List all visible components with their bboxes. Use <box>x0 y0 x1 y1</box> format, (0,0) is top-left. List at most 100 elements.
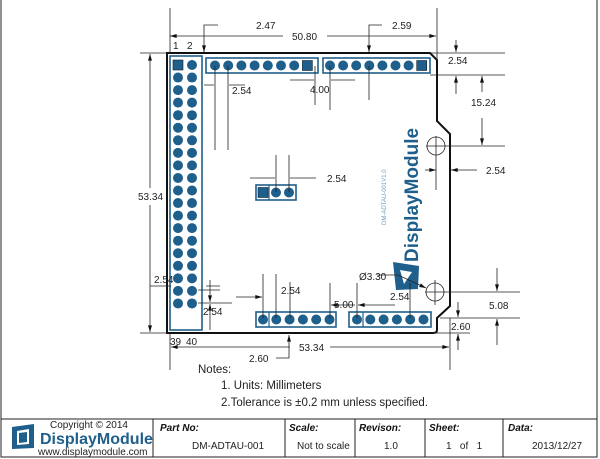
silkscreen-part-text: DM-ADTAU-001V1.0 <box>382 169 388 225</box>
left-header-pin-pad <box>187 72 197 83</box>
bottom-right-header-pin-pad <box>391 314 402 325</box>
sheet-label: Sheet: <box>429 423 460 434</box>
left-header-pin-pad <box>187 110 197 121</box>
top-right-header-pin-pad <box>338 60 349 71</box>
left-header-pin-pad <box>173 248 183 259</box>
board-logo-text: DisplayModule <box>402 128 423 262</box>
bottom-left-header <box>255 311 337 328</box>
left-header-pin-pad <box>173 72 183 83</box>
middle-header-pin-pad <box>284 187 294 198</box>
date-label: Data: <box>508 423 533 434</box>
dim-bottom-right-pitch: 2.54 <box>390 292 410 303</box>
pin-label-40: 40 <box>186 337 198 348</box>
left-header-pin-pad <box>187 85 197 96</box>
dim-right-15-24: 15.24 <box>471 98 496 109</box>
left-header-pin-pad <box>173 122 183 133</box>
dim-left-pitch-h: 2.54 <box>154 275 174 286</box>
left-header-pin-pad <box>187 160 197 171</box>
left-header-pin-pad <box>173 135 183 146</box>
bottom-left-header-pin-pad <box>258 314 268 325</box>
dim-right-top: 2.54 <box>448 56 468 67</box>
dim-bottom-width: 53.34 <box>299 343 324 354</box>
dim-bottom-gap: 5.00 <box>334 300 354 311</box>
left-header-pin-pad <box>173 160 183 171</box>
board-logo-icon <box>393 262 419 290</box>
bottom-right-header <box>348 311 432 328</box>
top-left-header-pin-square-pad <box>302 60 313 71</box>
sheet-value: 1 of 1 <box>446 441 483 452</box>
pin-headers <box>169 55 432 331</box>
dim-hole-dia: Ø3.30 <box>359 272 387 283</box>
dim-top-offset-right: 2.59 <box>392 21 412 32</box>
title-block: Copyright © 2014 DisplayModule www.displ… <box>1 418 597 458</box>
bottom-right-header-pin-pad <box>352 314 362 325</box>
board-logo: DisplayModule <box>402 128 423 262</box>
part-no-label: Part No: <box>160 423 199 434</box>
top-left-header-pin-pad <box>289 60 300 71</box>
pin-label-2: 2 <box>187 41 193 52</box>
dim-bottom-left-pitch: 2.54 <box>281 286 301 297</box>
top-left-header-pin-pad <box>236 60 247 71</box>
dim-left-pitch-v: 2.54 <box>203 307 223 318</box>
left-header-pin-pad <box>187 273 197 284</box>
left-header-pin-pad <box>173 285 183 296</box>
dim-middle-pitch: 2.54 <box>327 174 347 185</box>
left-header-pin-pad <box>173 223 183 234</box>
note-1: 1. Units: Millimeters <box>221 380 322 392</box>
scale-label: Scale: <box>289 423 318 434</box>
left-header-pin-pad <box>187 122 197 133</box>
left-header-pin-pad <box>187 185 197 196</box>
note-2: 2.Tolerance is ±0.2 mm unless specified. <box>221 397 428 409</box>
left-header-pin-pad <box>187 235 197 246</box>
left-header-pin-pad <box>187 147 197 158</box>
date-value: 2013/12/27 <box>532 441 582 452</box>
left-header-pin-pad <box>173 147 183 158</box>
revision-value: 1.0 <box>384 441 398 452</box>
left-header-pin-pad <box>187 210 197 221</box>
dim-top-gap: 4.00 <box>310 85 330 96</box>
left-header-pin-pad <box>173 85 183 96</box>
left-header-pin-pad <box>173 298 183 309</box>
top-right-header-pin-pad <box>351 60 362 71</box>
dim-left-height: 53.34 <box>138 192 163 203</box>
dimension-lines <box>140 8 520 370</box>
left-header-pin-pad <box>187 248 197 259</box>
company-name: DisplayModule <box>40 431 153 448</box>
left-header-pin-pad <box>187 60 197 70</box>
top-right-header-pin-pad <box>390 60 401 71</box>
top-right-header-pin-square-pad <box>416 60 428 71</box>
part-no-value: DM-ADTAU-001 <box>192 441 264 452</box>
pin-label-39: 39 <box>170 337 182 348</box>
left-header-pin-pad <box>187 298 197 309</box>
notes-title: Notes: <box>198 364 231 376</box>
dim-right-hole: 2.54 <box>486 166 506 177</box>
left-header-pin-pad <box>187 223 197 234</box>
left-header-2x20 <box>169 55 203 331</box>
bottom-left-header-pin-pad <box>311 314 322 325</box>
dim-right-2-60: 2.60 <box>451 322 471 333</box>
dim-top-width: 50.80 <box>292 32 317 43</box>
bottom-left-header-pin-pad <box>284 314 295 325</box>
dim-top-offset-left: 2.47 <box>256 21 276 32</box>
company-logo-icon <box>12 424 34 449</box>
top-right-header-pin-pad <box>377 60 388 71</box>
pin-label-1: 1 <box>173 41 179 52</box>
bottom-right-header-pin-pad <box>365 314 376 325</box>
top-right-header <box>322 57 431 74</box>
top-right-header-pin-pad <box>325 60 335 71</box>
left-header-pin-pad <box>187 172 197 183</box>
top-right-header-pin-pad <box>364 60 375 71</box>
top-left-header-pin-pad <box>262 60 273 71</box>
left-header-pin-pad <box>173 235 183 246</box>
bottom-right-header-pin-pad <box>418 314 429 325</box>
company-website: www.displaymodule.com <box>37 447 148 458</box>
left-header-pin-pad <box>173 198 183 209</box>
left-header-pin-pad <box>187 198 197 209</box>
left-header-pin-pad <box>187 260 197 271</box>
copyright-text: Copyright © 2014 <box>50 420 128 431</box>
left-header-pin-pad <box>187 285 197 296</box>
left-header-pin-pad <box>173 273 183 284</box>
dim-right-5-08: 5.08 <box>489 301 509 312</box>
bottom-left-header-pin-pad <box>271 314 282 325</box>
